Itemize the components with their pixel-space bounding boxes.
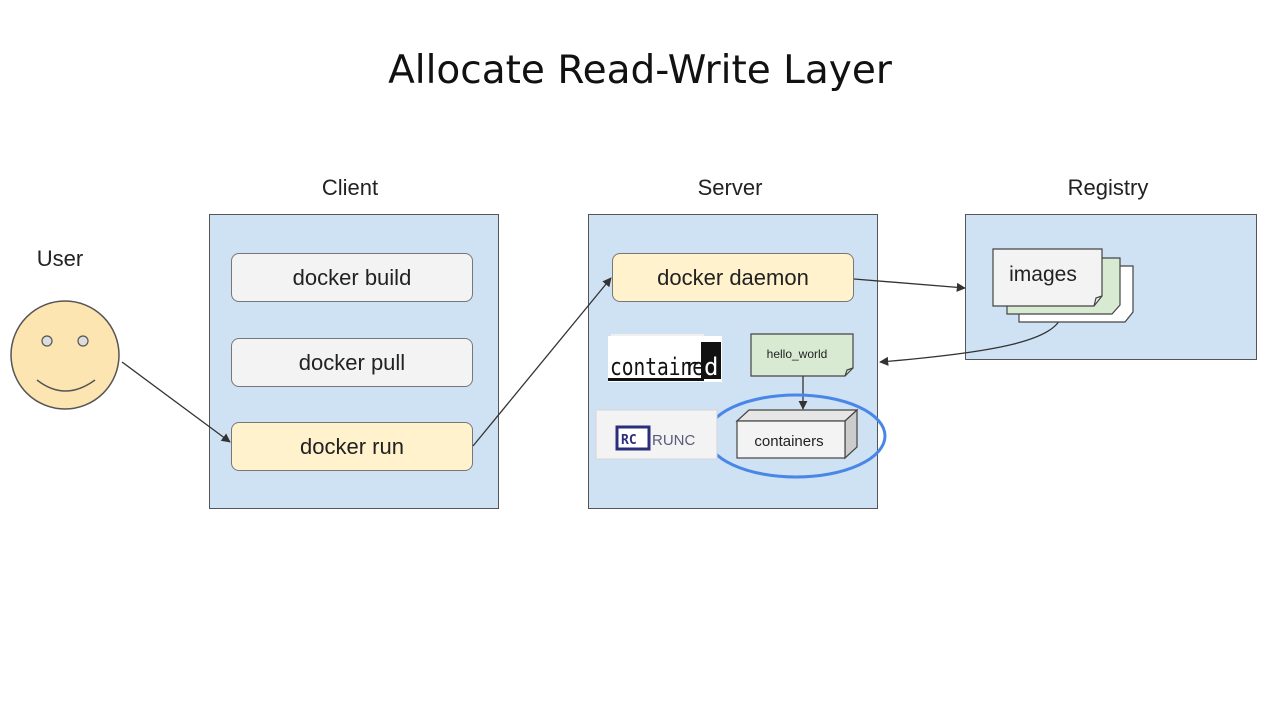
svg-text:RC: RC [621, 433, 637, 448]
registry-label: Registry [1067, 175, 1149, 200]
user-label: User [36, 246, 84, 271]
docker-build-command[interactable]: docker build [231, 253, 473, 302]
arrow-daemon-to-registry [853, 278, 966, 292]
svg-text:RUNC: RUNC [652, 432, 695, 449]
arrow-run-to-daemon [472, 277, 612, 447]
hello-world-image-icon [750, 333, 854, 377]
docker-pull-command[interactable]: docker pull [231, 338, 473, 387]
server-label: Server [697, 175, 763, 200]
user-face-icon [10, 300, 120, 410]
containerd-logo: containe r d [608, 334, 722, 382]
containers-box-icon [735, 408, 859, 460]
docker-daemon-box[interactable]: docker daemon [612, 253, 854, 302]
arrow-registry-to-server [879, 314, 1063, 366]
docker-run-command[interactable]: docker run [231, 422, 473, 471]
hello-world-label: hello_world [767, 347, 828, 361]
images-label: images [1009, 263, 1077, 286]
svg-text:d: d [704, 353, 718, 381]
svg-text:r: r [684, 353, 698, 381]
containers-label: containers [754, 433, 823, 450]
arrow-user-to-run [121, 361, 231, 443]
runc-logo: RC RUNC [595, 409, 718, 460]
client-label: Client [321, 175, 379, 200]
images-stack-icon [992, 248, 1134, 323]
svg-text:containe: containe [610, 353, 704, 381]
slide-title: Allocate Read-Write Layer [388, 48, 892, 93]
